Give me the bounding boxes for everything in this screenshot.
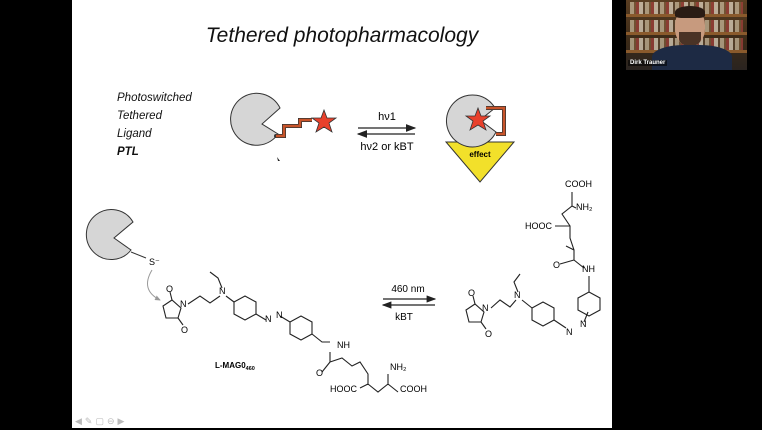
ligand-star-icon: [310, 108, 338, 133]
atom-label: O: [468, 288, 475, 298]
slide-title: Tethered photopharmacology: [205, 24, 479, 47]
atom-label: N: [482, 303, 489, 313]
protein-bound: effect: [444, 94, 516, 183]
presentation-controls: ◀ ✎ ▢ ⊖ ▶: [75, 416, 124, 427]
effect-arrow: [444, 141, 516, 183]
atom-label: N: [265, 314, 272, 324]
atom-label: N: [219, 286, 226, 296]
participant-name: Dirk Trauner: [628, 60, 668, 66]
atom-label: NH₂: [390, 362, 407, 372]
forward-light-label: hν1: [378, 111, 396, 123]
chemistry-scheme: hν1 hν2 or kBT effect S⁻: [85, 92, 601, 394]
ligand-star-icon: [464, 106, 492, 131]
prev-icon[interactable]: ◀: [75, 416, 82, 426]
legend-line: Tethered: [117, 110, 162, 122]
atom-label: NH₂: [576, 202, 593, 212]
atom-label: N: [566, 327, 573, 337]
lmag-cis-atoms: N O O N N N NH O HOOC NH₂ COOH: [468, 179, 595, 339]
forward-wavelength-label: 460 nm: [391, 284, 424, 295]
zoom-icon[interactable]: ⊖: [106, 416, 115, 426]
legend-line-bold: PTL: [117, 146, 139, 158]
atom-label: N: [276, 310, 283, 320]
atom-label: O: [316, 368, 323, 378]
atom-label: O: [181, 325, 188, 335]
atom-label: N: [514, 290, 521, 300]
participant-video[interactable]: Dirk Trauner: [626, 0, 747, 70]
atom-label: HOOC: [525, 221, 553, 231]
next-icon[interactable]: ▶: [117, 416, 125, 426]
presentation-slide: Tethered photopharmacology Photoswitched…: [72, 0, 612, 428]
thermal-relaxation-label: kBT: [395, 312, 413, 323]
protein-unbound: [230, 92, 338, 146]
atom-label: COOH: [565, 179, 592, 189]
compound-label: L-MAG0460: [215, 361, 255, 372]
atom-label: N: [580, 319, 587, 329]
atom-label: NH: [582, 264, 595, 274]
reverse-label: hν2 or kBT: [360, 141, 413, 153]
protein-cysteine: S⁻: [85, 209, 161, 301]
pen-icon[interactable]: ✎: [84, 416, 93, 426]
atom-label: O: [166, 284, 173, 294]
ptl-legend: Photoswitched Tethered Ligand PTL: [117, 89, 192, 161]
atom-label: HOOC: [330, 384, 358, 394]
atom-label: O: [485, 329, 492, 339]
atom-label: NH: [337, 340, 350, 350]
lmag-trans-structure: [162, 271, 399, 393]
slides-icon[interactable]: ▢: [95, 416, 104, 426]
lmag-trans-atoms: N O O N N N NH O NH₂ HOOC COOH: [166, 284, 427, 394]
legend-line: Ligand: [117, 128, 152, 140]
atom-label: O: [553, 260, 560, 270]
lmag-cis-structure: [465, 192, 601, 330]
thiolate-label: S⁻: [149, 257, 160, 267]
effect-label: effect: [469, 150, 491, 159]
atom-label: COOH: [400, 384, 427, 394]
atom-label: N: [180, 299, 187, 309]
legend-line: Photoswitched: [117, 92, 192, 104]
mouse-cursor-icon: [277, 157, 280, 161]
